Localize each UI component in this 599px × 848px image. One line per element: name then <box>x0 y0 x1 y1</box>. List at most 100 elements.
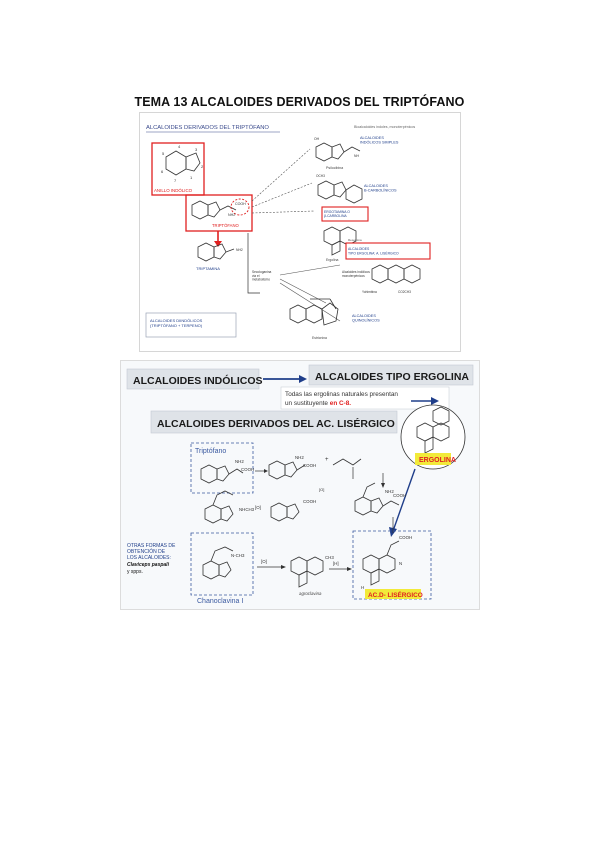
strychnine-label: Estricnina <box>312 336 327 340</box>
yohimbine-label: Yohimbina <box>362 290 377 294</box>
chem-label-ch3o: OCH3 <box>316 174 325 178</box>
note-line-2-em: en C-8. <box>330 400 352 407</box>
ring-number-6: 6 <box>161 169 164 174</box>
chem-n-ch3: N-CH3 <box>231 553 245 558</box>
slide-tryptophan-overview: ALCALOIDES DERIVADOS DEL TRIPTÓFANO Bioa… <box>139 112 461 352</box>
note-line-1: Todas las ergolinas naturales presentan <box>285 391 398 398</box>
other-forms-line-1: OTRAS FORMAS DE <box>127 543 176 549</box>
beta-carboline-structure-icon <box>317 180 363 204</box>
tryptophan-nh2: NH2 <box>228 213 235 217</box>
tryptophan-dashed-box <box>190 442 254 494</box>
page-title: TEMA 13 ALCALOIDES DERIVADOS DEL TRIPTÓF… <box>134 95 465 109</box>
step-arrow-icon-3 <box>281 565 286 569</box>
tryptophan-structure-icon-2 <box>200 464 244 484</box>
intermediate-1-structure-icon <box>268 460 306 480</box>
agroclavine-structure-icon <box>290 556 324 588</box>
chanoclavine-dashed-box <box>190 532 254 596</box>
step-arrow-icon-2 <box>381 483 385 488</box>
ergolina-tag-bg <box>415 453 451 465</box>
reserpine-note: Reserpina <box>348 238 362 242</box>
chem-nh2-2: NH2 <box>295 455 304 460</box>
lysergic-tag-bg <box>365 589 421 599</box>
step-label-3: [O] <box>261 559 267 564</box>
tryptophan-highlight-circle <box>230 198 250 216</box>
chem-n: N <box>399 561 402 566</box>
tryptophan-label-2: Triptófano <box>195 448 226 455</box>
ergoline-label: Ergolina <box>326 258 339 262</box>
tryptophan-label: TRIPTÓFANO <box>212 223 239 228</box>
chem-nh2-1: NH2 <box>235 459 244 464</box>
step-arrow-icon-1 <box>264 469 268 473</box>
chem-nh2-3: NH2 <box>385 489 394 494</box>
slide1-header: ALCALOIDES DERIVADOS DEL TRIPTÓFANO <box>146 124 269 131</box>
note-frame <box>280 386 450 410</box>
note-arrow-icon <box>431 397 439 405</box>
box-dimeric: ALCALOIDES DIINDÓLICOS(TRIPTÓFANO + TERP… <box>150 318 203 328</box>
plus-sign: + <box>325 457 329 463</box>
chem-cooh-2: COOH <box>303 463 316 468</box>
box-ergot-beta-frame <box>321 206 369 222</box>
psilocybin-structure-icon <box>315 142 361 162</box>
other-forms-line-2: OBTENCIÓN DE <box>127 548 166 555</box>
chem-label-nh: NH <box>354 154 359 158</box>
slide1-diagram: ALCALOIDES DERIVADOS DEL TRIPTÓFANO Bioa… <box>145 124 431 340</box>
lysergic-acid-structure-icon <box>362 540 400 586</box>
step-label-4: [H] <box>333 561 339 566</box>
indole-box <box>151 142 205 196</box>
ergoline-structure-icon <box>323 226 357 256</box>
yohimbine-structure-icon <box>371 264 421 284</box>
strychnine-structure-icon <box>289 298 339 326</box>
chem-h: H <box>361 585 364 590</box>
banner-ergolina-bg <box>308 364 474 386</box>
banner-indolic: ALCALOIDES INDÓLICOS <box>133 374 263 387</box>
indole-ring-icon <box>165 150 201 176</box>
banner-indolic-bg <box>126 368 260 390</box>
arrow-right-icon <box>299 375 307 383</box>
banner-ergolina: ALCALOIDES TIPO ERGOLINA <box>315 371 469 383</box>
dmapp-structure-icon <box>332 458 362 466</box>
intermediate-2-structure-icon <box>204 490 234 524</box>
chem-cooh-3: COOH <box>393 493 406 498</box>
tryptophan-cooh: COOH <box>235 202 246 206</box>
chanoclavine-structure-icon <box>202 546 234 580</box>
dmat-structure-icon <box>354 482 400 516</box>
banner-lysergic: ALCALOIDES DERIVADOS DEL AC. LISÉRGICO <box>157 417 395 430</box>
chem-ch3: CH3 <box>325 555 334 560</box>
psilocybin-label: Psilocibina <box>326 166 343 170</box>
note-line-2-pre: un sustituyente <box>285 400 328 407</box>
lysergic-dashed-box <box>352 530 432 600</box>
step-label-2: [O] <box>319 487 324 492</box>
chanoclavine-label: Chanoclavina I <box>197 598 243 605</box>
slide1-header-right: Bioalcaloides indoles, monoterpénicos <box>354 125 415 129</box>
ring-number-3: 3 <box>195 147 198 152</box>
indole-label: ANILLO INDÓLICO <box>154 188 193 193</box>
tryptamine-nh2: NH2 <box>236 248 243 252</box>
arrow-down-icon <box>214 241 222 247</box>
other-forms-line-3: LOS ALCALOIDES: <box>127 555 171 561</box>
chem-cooh-4: COOH <box>303 499 316 504</box>
chem-label-ocho: OH <box>314 137 320 141</box>
ring-number-5: 5 <box>162 151 165 156</box>
ring-number-4: 4 <box>178 144 181 149</box>
slide2-diagram: ALCALOIDES INDÓLICOS ALCALOIDES TIPO ERG… <box>126 364 474 605</box>
ring-number-2: 2 <box>201 164 204 169</box>
banner-lysergic-bg <box>150 410 398 434</box>
chem-nhch3: NHCH3 <box>239 507 255 512</box>
tryptamine-label: TRIPTAMINA <box>196 266 220 271</box>
lysergic-tag: AC.D- LISÉRGICO <box>368 590 423 599</box>
ring-number-1: 1 <box>190 175 193 180</box>
ring-number-7: 7 <box>174 178 177 183</box>
agroclavine-label: agroclavina <box>299 591 322 596</box>
ergolina-tag: ERGOLINA <box>419 457 456 464</box>
tryptamine-structure-icon <box>197 242 235 262</box>
tryptophan-structure-icon <box>191 200 237 220</box>
note-line-2: un sustituyente en C-8. <box>285 400 351 407</box>
chem-cooh-5: COOH <box>399 535 412 540</box>
